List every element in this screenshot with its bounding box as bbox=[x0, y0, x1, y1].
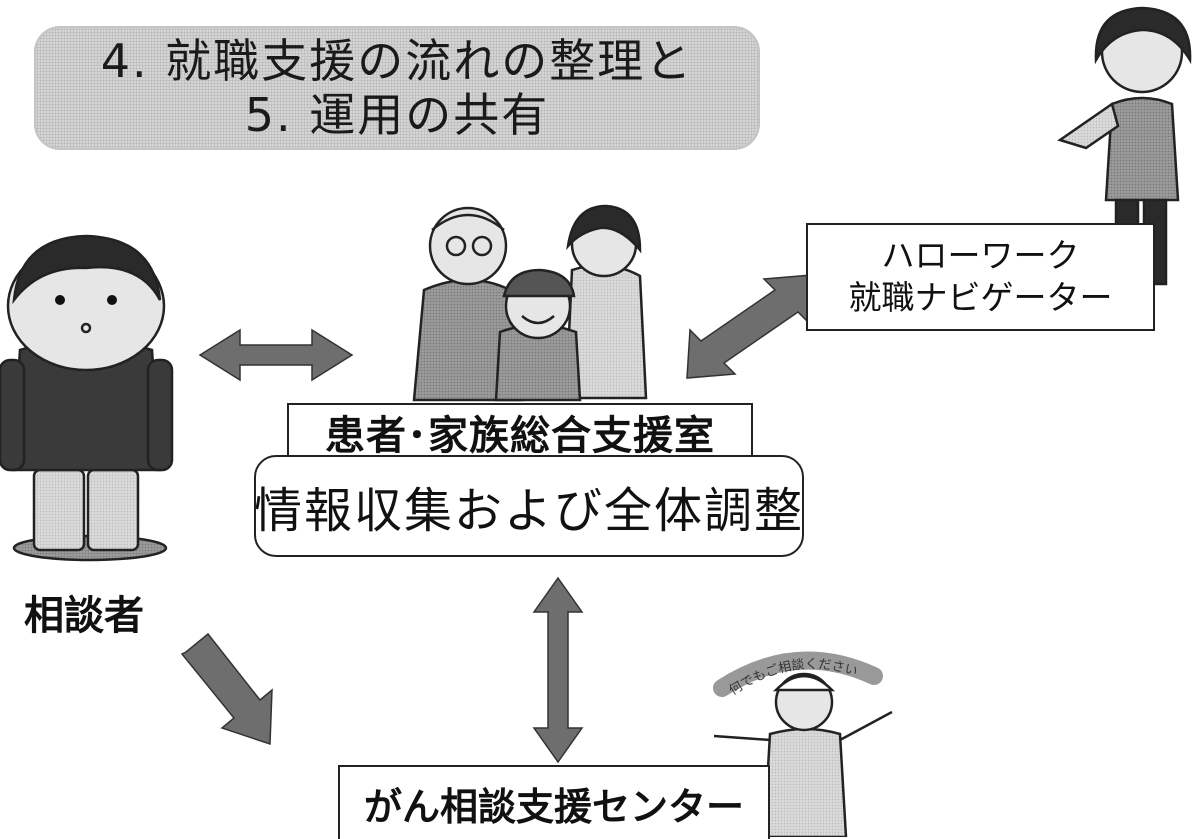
title-banner: 4. 就職支援の流れの整理と 5. 運用の共有 bbox=[34, 26, 760, 150]
arrow-family-hellowork-icon bbox=[686, 274, 813, 379]
arrow-coordination-center-icon bbox=[532, 576, 584, 764]
nurse-figure-icon bbox=[713, 651, 893, 837]
consultant-figure-icon bbox=[0, 234, 174, 562]
support-room-label: 患者･家族総合支援室 bbox=[325, 413, 715, 459]
navigator-figure-icon bbox=[1057, 6, 1192, 286]
cancer-center-box: がん相談支援センター bbox=[338, 765, 770, 839]
cancer-center-label: がん相談支援センター bbox=[363, 784, 744, 829]
hellowork-label-2: 就職ナビゲーター bbox=[848, 278, 1113, 317]
hellowork-label-1: ハローワーク bbox=[881, 236, 1080, 275]
arrow-consultant-center-icon bbox=[180, 632, 273, 746]
hellowork-box: ハローワーク 就職ナビゲーター bbox=[806, 223, 1155, 331]
consultant-label: 相談者 bbox=[24, 593, 144, 639]
title-line-2: 5. 運用の共有 bbox=[244, 88, 550, 142]
family-group-icon bbox=[412, 204, 648, 402]
coordination-label: 情報収集および全体調整 bbox=[254, 483, 805, 539]
arrow-consultant-family-icon bbox=[198, 328, 354, 382]
title-line-1: 4. 就職支援の流れの整理と bbox=[100, 34, 694, 88]
coordination-box: 情報収集および全体調整 bbox=[254, 455, 804, 557]
support-room-box: 患者･家族総合支援室 bbox=[287, 403, 753, 461]
